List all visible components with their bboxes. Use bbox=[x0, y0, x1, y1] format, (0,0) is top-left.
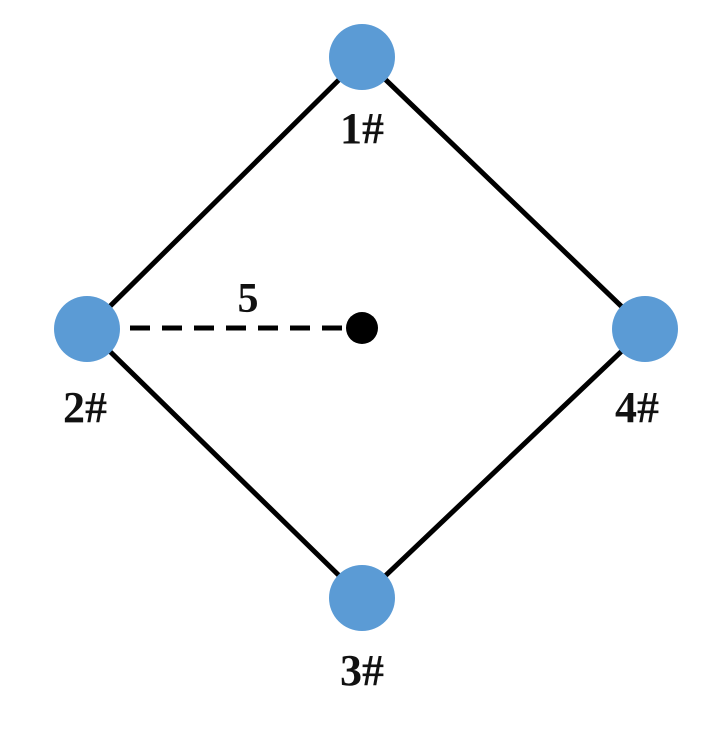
node-1-label: 1# bbox=[340, 104, 384, 153]
edge-3-4 bbox=[359, 326, 648, 601]
node-4 bbox=[612, 296, 678, 362]
node-2-label: 2# bbox=[63, 383, 107, 432]
node-3-label: 3# bbox=[340, 646, 384, 695]
edge-1-2 bbox=[84, 54, 365, 332]
edge-2-3 bbox=[84, 326, 365, 601]
center-point bbox=[346, 312, 378, 344]
node-4-label: 4# bbox=[615, 383, 659, 432]
edge-1-4 bbox=[359, 54, 648, 332]
node-3 bbox=[329, 565, 395, 631]
dashed-link-label: 5 bbox=[238, 276, 259, 322]
node-1 bbox=[329, 24, 395, 90]
node-2 bbox=[54, 296, 120, 362]
